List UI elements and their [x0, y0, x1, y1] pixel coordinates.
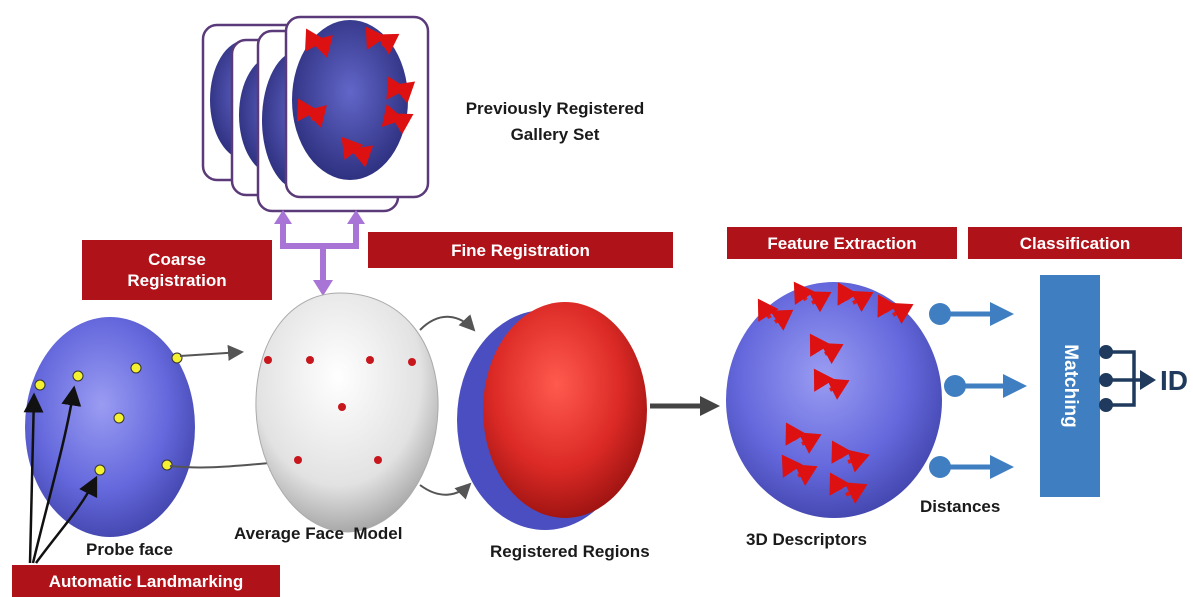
gallery-caption: Previously Registered Gallery Set: [440, 96, 670, 148]
distances-caption: Distances: [920, 497, 1000, 517]
gallery-stack: [203, 17, 428, 211]
feature-extraction-box: Feature Extraction: [727, 227, 957, 259]
classification-box: Classification: [968, 227, 1182, 259]
automatic-landmarking-box: Automatic Landmarking: [12, 565, 280, 597]
coarse-registration-box: Coarse Registration: [82, 240, 272, 300]
distance-arrows: [929, 302, 1027, 479]
average-face-model: [256, 293, 438, 532]
id-label: ID: [1160, 365, 1188, 396]
gallery-caption-line2: Gallery Set: [440, 122, 670, 148]
gallery-to-model-arrow: [283, 220, 356, 282]
probe-to-model-line: [180, 352, 242, 356]
fine-registration-label: Fine Registration: [451, 240, 590, 261]
feature-extraction-label: Feature Extraction: [767, 233, 916, 254]
classification-label: Classification: [1020, 233, 1131, 254]
automatic-landmarking-label: Automatic Landmarking: [49, 571, 244, 592]
probe-face-caption: Probe face: [86, 540, 173, 560]
registered-regions: [483, 302, 647, 518]
gallery-face: [292, 20, 408, 180]
average-face-caption: Average Face Model: [234, 524, 403, 544]
gallery-caption-line1: Previously Registered: [440, 96, 670, 122]
matching-label: Matching: [1060, 344, 1081, 427]
coarse-registration-label: Coarse Registration: [112, 249, 242, 291]
probe-face: [25, 317, 195, 537]
descriptors-caption: 3D Descriptors: [746, 530, 867, 550]
purple-arrowheads: [274, 210, 365, 296]
registered-to-descriptors-arrow: [650, 396, 720, 416]
id-connector: [1099, 345, 1156, 412]
registered-regions-caption: Registered Regions: [490, 542, 650, 562]
fine-registration-box: Fine Registration: [368, 232, 673, 268]
